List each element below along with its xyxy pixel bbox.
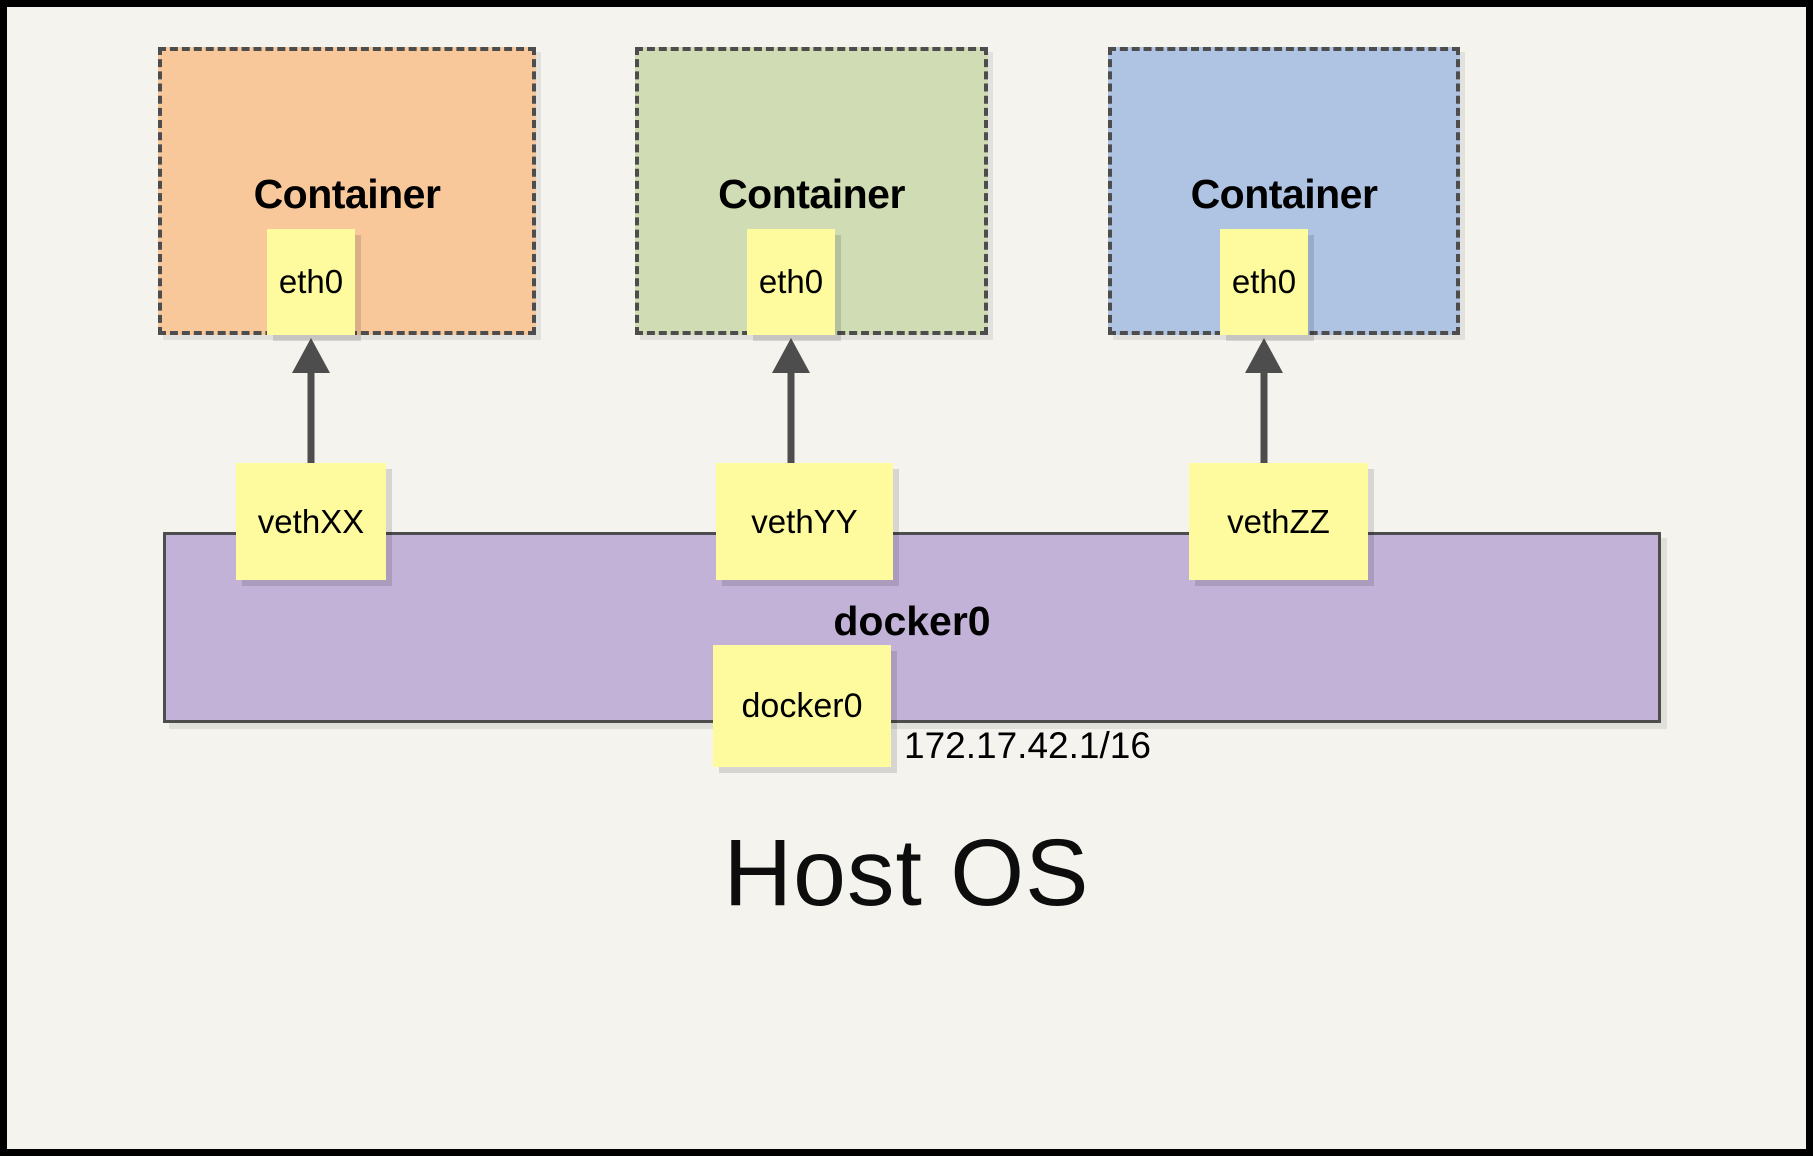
docker0-bridge-bar: docker0 — [163, 532, 1661, 723]
veth-box-2: vethYY — [716, 463, 893, 580]
veth-box-2-label: vethYY — [751, 502, 858, 540]
docker0-ip-address: 172.17.42.1/16 — [904, 725, 1151, 766]
eth0-interface-2-label: eth0 — [758, 263, 824, 300]
docker0-interface-label: docker0 — [741, 686, 863, 725]
diagram-stage: Container eth0 Container eth0 Container … — [7, 7, 1806, 1149]
eth0-interface-1: eth0 — [267, 229, 355, 335]
eth0-interface-3: eth0 — [1220, 229, 1308, 335]
veth-box-3: vethZZ — [1189, 463, 1368, 580]
container-title-1: Container — [253, 171, 441, 217]
docker0-bridge-label: docker0 — [833, 598, 991, 644]
container-title-2: Container — [718, 171, 905, 217]
host-os-title: Host OS — [723, 820, 1090, 926]
veth-box-1: vethXX — [236, 463, 386, 580]
container-title-3: Container — [1190, 171, 1378, 217]
eth0-interface-2: eth0 — [747, 229, 835, 335]
veth-box-3-label: vethZZ — [1227, 502, 1330, 540]
eth0-interface-3-label: eth0 — [1231, 263, 1297, 300]
eth0-interface-1-label: eth0 — [278, 263, 344, 300]
docker0-interface-box: docker0 — [713, 645, 891, 767]
veth-box-1-label: vethXX — [257, 502, 365, 540]
